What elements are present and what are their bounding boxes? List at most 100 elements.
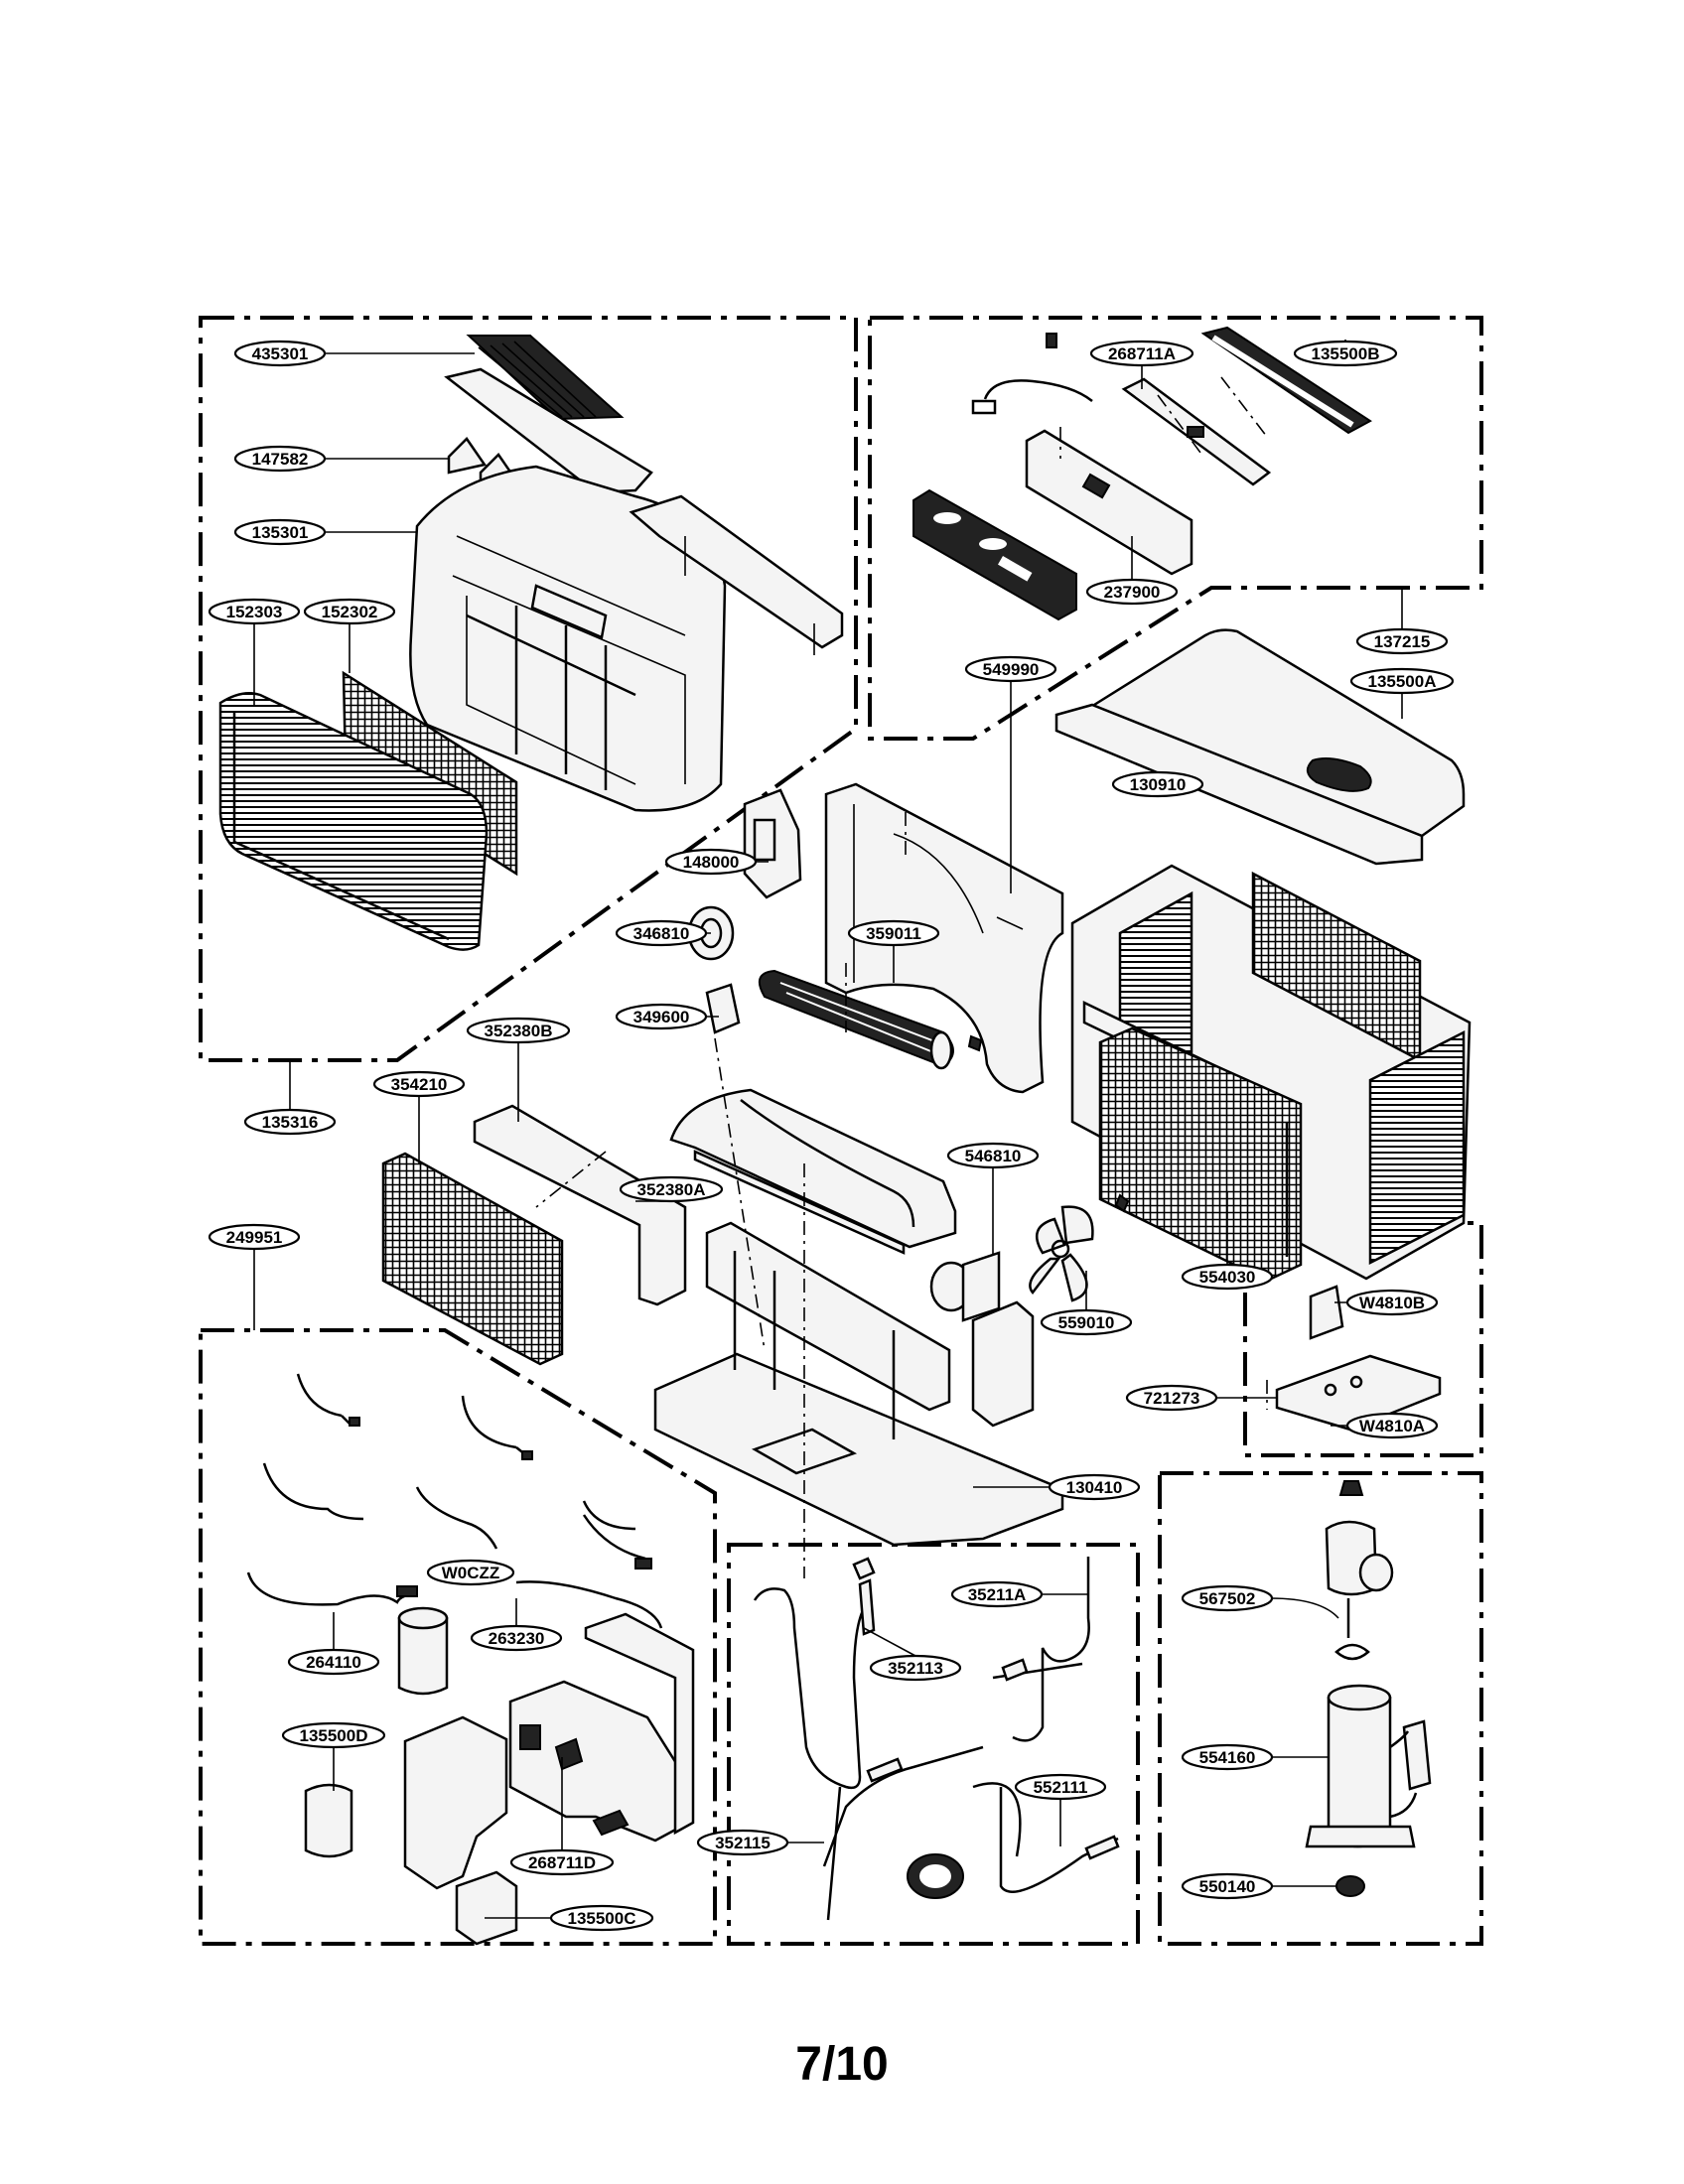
callout-w4810a: W4810A: [1345, 1412, 1439, 1439]
callout-label: 359011: [866, 924, 921, 943]
callout-135500a: 135500A: [1349, 667, 1455, 695]
callout-721273: 721273: [1125, 1384, 1218, 1412]
callout-264110: 264110: [287, 1648, 380, 1676]
callout-label: 152303: [226, 603, 283, 621]
callout-label: 552111: [1034, 1778, 1088, 1797]
callout-352113: 352113: [869, 1654, 962, 1682]
chassis-parts: [381, 782, 1442, 1578]
callout-554030: 554030: [1181, 1263, 1274, 1291]
discharge-grille-part: [444, 367, 653, 494]
electrical-parts: [246, 1373, 695, 1946]
callout-label: 352380A: [636, 1180, 705, 1199]
control-parts: [912, 326, 1372, 621]
compressor-part: [1327, 1686, 1392, 1848]
control-harness-part: [971, 379, 1093, 415]
inlet-grille-part: [218, 692, 489, 951]
leader-lines: [253, 340, 1403, 1919]
callout-label: 268711D: [528, 1853, 596, 1872]
callout-label: W4810A: [1359, 1417, 1425, 1435]
tubing-group-box: [727, 1543, 1140, 1946]
callout-346810: 346810: [615, 919, 708, 947]
callout-label: 567502: [1199, 1589, 1256, 1608]
callout-label: 130410: [1066, 1478, 1123, 1497]
electrical-group-box: [199, 1328, 717, 1946]
callout-559010: 559010: [1040, 1308, 1133, 1336]
condenser-coil-part: [1098, 1026, 1303, 1283]
callout-label: 559010: [1058, 1313, 1115, 1332]
bearing-bracket-part: [705, 983, 741, 1034]
callout-268711a: 268711A: [1089, 340, 1194, 367]
callout-249951: 249951: [208, 1223, 301, 1251]
callout-label: 550140: [1199, 1877, 1256, 1896]
partition-wall-part: [705, 1221, 951, 1412]
discharge-pipe-part: [753, 1587, 866, 1790]
callout-550140: 550140: [1181, 1872, 1274, 1900]
louver-part: [466, 335, 625, 421]
scroll-housing-part: [824, 782, 1064, 1094]
mounting-plate-part: [1275, 1354, 1442, 1432]
callout-label: 147582: [252, 450, 309, 469]
motor-bracket-part: [743, 788, 802, 899]
callout-label: W0CZZ: [442, 1564, 500, 1582]
callout-135500b: 135500B: [1293, 340, 1398, 367]
compressor-parts: [1305, 1480, 1432, 1897]
evaporator-coil-part: [381, 1152, 564, 1366]
callout-549990: 549990: [964, 655, 1057, 683]
callout-268711d: 268711D: [509, 1848, 615, 1876]
callout-label: 264110: [306, 1653, 361, 1672]
callout-label: 135500D: [299, 1726, 367, 1745]
callout-130910: 130910: [1111, 770, 1204, 798]
callout-35211a: 35211A: [950, 1580, 1044, 1608]
callout-352380a: 352380A: [619, 1175, 724, 1203]
callout-label: 135500C: [567, 1909, 635, 1928]
callout-354210: 354210: [372, 1070, 466, 1098]
callout-label: 352380B: [484, 1022, 552, 1040]
callout-label: 352115: [715, 1834, 771, 1852]
callout-567502: 567502: [1181, 1584, 1274, 1612]
front-panel-parts: [218, 335, 844, 951]
callout-label: 352113: [888, 1659, 943, 1678]
callout-label: 346810: [633, 924, 690, 943]
callout-w4810b: W4810B: [1345, 1289, 1439, 1316]
callout-130410: 130410: [1048, 1473, 1141, 1501]
callout-label: 354210: [391, 1075, 448, 1094]
evaporator-bracket-part: [473, 1104, 687, 1306]
control-panel-part: [912, 488, 1077, 621]
callout-label: 237900: [1104, 583, 1161, 602]
callout-label: 435301: [252, 344, 309, 363]
callout-147582: 147582: [233, 445, 327, 473]
base-pan-part: [653, 1352, 1064, 1547]
base-bracket-part: [1309, 1285, 1344, 1340]
callout-label: 35211A: [968, 1585, 1027, 1604]
electrical-box-part: [403, 1715, 508, 1890]
callout-label: 130910: [1130, 775, 1187, 794]
group-boxes: [199, 316, 1483, 1946]
fan-capacitor-part: [304, 1783, 353, 1858]
callout-label: 268711A: [1108, 344, 1176, 363]
callout-552111: 552111: [1014, 1773, 1107, 1801]
callout-label: 721273: [1144, 1389, 1200, 1408]
callout-135500d: 135500D: [281, 1721, 386, 1749]
control-board-housing-part: [508, 1680, 683, 1843]
condenser-fan-part: [1029, 1193, 1130, 1302]
callout-label: 549990: [983, 660, 1040, 679]
callout-137215: 137215: [1355, 627, 1449, 655]
callout-148000: 148000: [664, 848, 758, 876]
callout-546810: 546810: [946, 1142, 1040, 1169]
callout-label: 148000: [683, 853, 740, 872]
callout-label: 137215: [1374, 632, 1431, 651]
control-group-box: [868, 316, 1483, 741]
capillary-tube-part: [822, 1745, 984, 1921]
callout-359011: 359011: [847, 919, 940, 947]
callout-352380b: 352380B: [466, 1017, 571, 1044]
front-panel-group-box: [199, 316, 858, 1062]
callout-135500c: 135500C: [549, 1904, 654, 1932]
callout-label: 554030: [1199, 1268, 1256, 1287]
wire-harness-parts: [246, 1373, 663, 1629]
page-number: 7/10: [795, 2038, 889, 2091]
callout-label: 135500A: [1367, 672, 1436, 691]
control-box-part: [1025, 429, 1193, 576]
callout-263230: 263230: [470, 1624, 563, 1652]
